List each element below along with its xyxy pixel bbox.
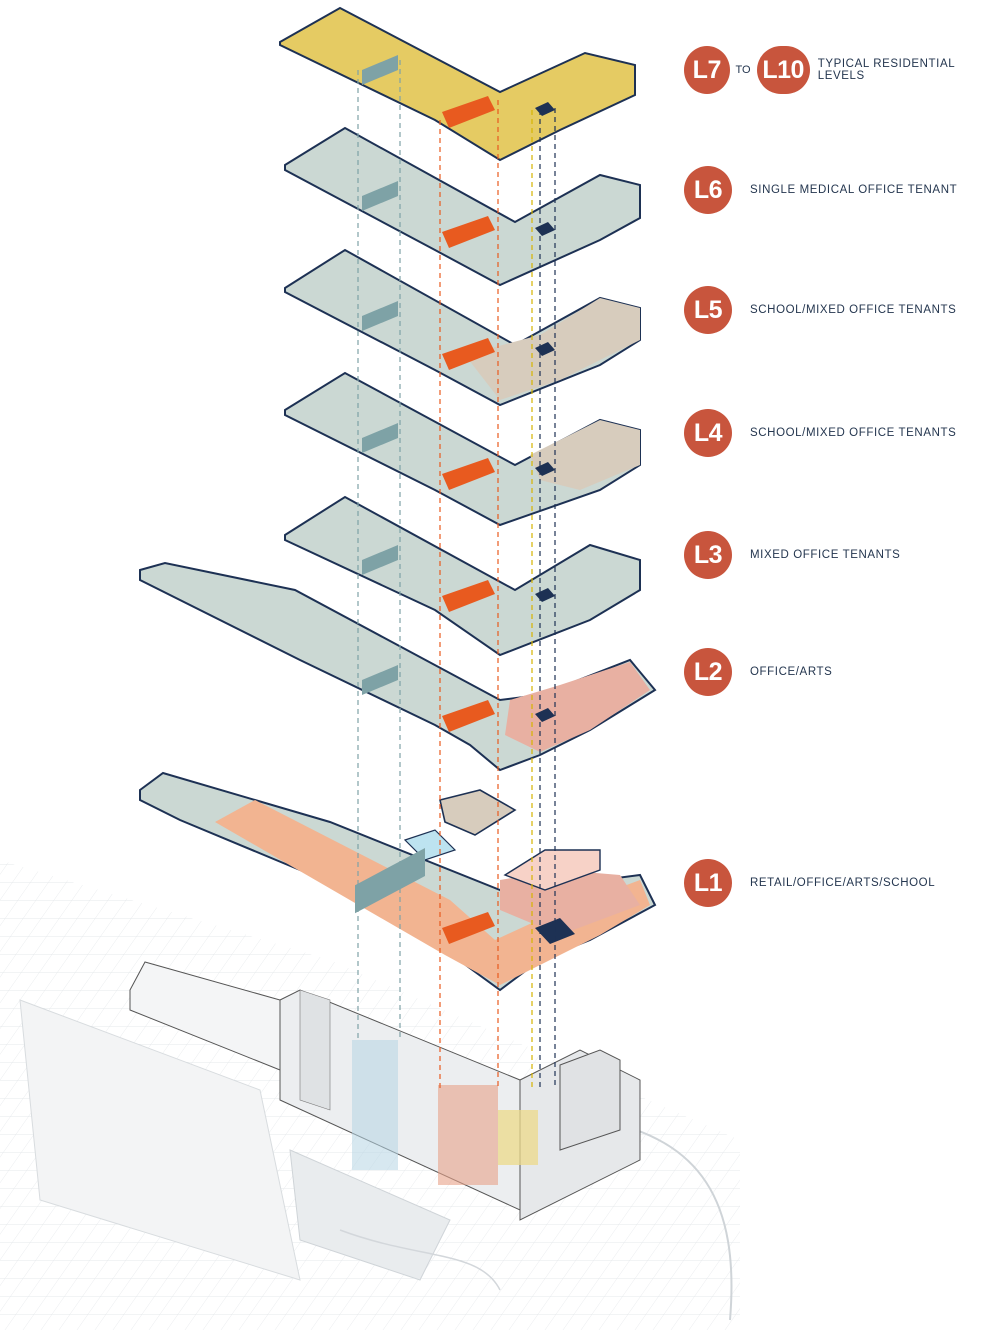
level-badge: L5	[684, 286, 732, 334]
range-joiner: TO	[735, 64, 751, 76]
level-badge: L4	[684, 409, 732, 457]
level-badge: L3	[684, 531, 732, 579]
shaft-highlight-orange	[438, 1085, 498, 1185]
shaft-highlight-teal	[352, 1040, 398, 1170]
level-description: OFFICE/ARTS	[750, 666, 833, 678]
level-badge: L1	[684, 859, 732, 907]
level-6-plate	[284, 126, 641, 287]
level-description: TYPICAL RESIDENTIAL LEVELS	[817, 58, 955, 82]
level-description: RETAIL/OFFICE/ARTS/SCHOOL	[750, 877, 936, 889]
level-3-plate	[284, 495, 641, 657]
level-description: MIXED OFFICE TENANTS	[750, 549, 901, 561]
level-4-plate	[284, 371, 641, 527]
level-badge: L2	[684, 648, 732, 696]
level-description: SCHOOL/MIXED OFFICE TENANTS	[750, 427, 957, 439]
legend-row-l3: L3 MIXED OFFICE TENANTS	[684, 530, 900, 580]
vertical-circulation-lines	[357, 60, 556, 1090]
legend-row-l7-l10: L7 TO L10 TYPICAL RESIDENTIAL LEVELS	[684, 45, 996, 95]
legend-row-l1: L1 RETAIL/OFFICE/ARTS/SCHOOL	[684, 858, 935, 908]
level-description: SCHOOL/MIXED OFFICE TENANTS	[750, 304, 957, 316]
shaft-highlight-yellow	[498, 1110, 538, 1165]
legend-row-l5: L5 SCHOOL/MIXED OFFICE TENANTS	[684, 285, 956, 335]
legend-row-l6: L6 SINGLE MEDICAL OFFICE TENANT	[684, 165, 957, 215]
shaft-teal-group	[362, 55, 398, 695]
level-description: SINGLE MEDICAL OFFICE TENANT	[750, 184, 958, 196]
level-badge: L10	[756, 46, 810, 94]
level-7-10-plate	[279, 6, 636, 162]
level-badge: L7	[684, 46, 730, 94]
stair-orange-group	[442, 96, 495, 944]
base-building	[129, 961, 641, 1221]
legend-row-l4: L4 SCHOOL/MIXED OFFICE TENANTS	[684, 408, 956, 458]
level-1-plate	[139, 771, 657, 992]
legend-row-l2: L2 OFFICE/ARTS	[684, 647, 832, 697]
level-badge: L6	[684, 166, 732, 214]
